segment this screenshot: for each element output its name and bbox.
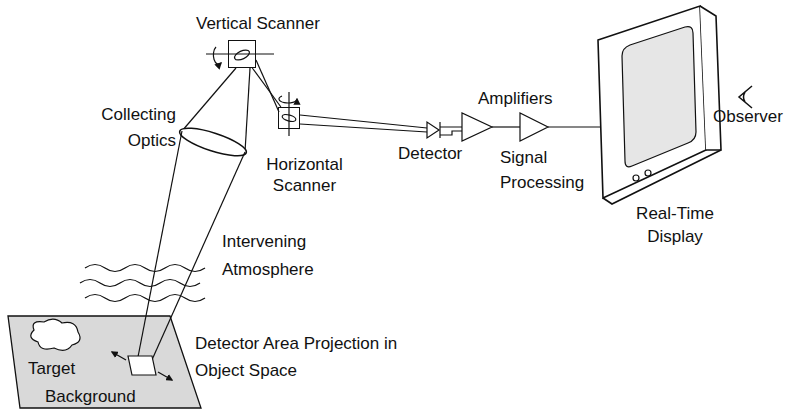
amplifier-symbol (462, 113, 492, 141)
atmosphere-label: Intervening Atmosphere (222, 228, 352, 284)
signal-wire (440, 127, 462, 135)
scan-mirror (233, 48, 251, 62)
scanner-axis (288, 92, 289, 136)
display-knob (645, 170, 651, 176)
atmosphere-wave (80, 280, 200, 287)
optical-ray (245, 68, 250, 152)
scanner-axis (206, 53, 274, 54)
optical-ray (151, 152, 245, 362)
atmosphere-wave (85, 295, 205, 302)
optics-label: Collecting Optics (80, 102, 176, 154)
optical-ray (252, 68, 281, 107)
optical-ray (256, 60, 279, 112)
scan-arrow (158, 372, 172, 380)
scanner-label: Vertical Scanner (196, 13, 320, 34)
target-blob (31, 319, 80, 350)
display-knob (633, 175, 639, 181)
scan-arrow (112, 352, 126, 360)
optical-ray (300, 115, 427, 128)
amplifier-label: Amplifiers (478, 88, 553, 109)
detector-diode (427, 122, 439, 138)
atmosphere-wave (85, 265, 205, 272)
projection-label: Detector Area Projection in Object Space (195, 330, 440, 384)
detector-projection (128, 356, 156, 375)
object-plane: TargetBackground (0, 300, 210, 411)
detector-label: Detector (398, 143, 462, 164)
processing-label: Signal Processing (500, 145, 596, 195)
observer-eye (739, 86, 752, 108)
scan-mirror (281, 113, 296, 122)
scanner-label: Horizontal Scanner (257, 154, 352, 197)
collecting-lens (177, 123, 249, 162)
optical-ray (300, 124, 427, 132)
scanner-box: Vertical Scanner (228, 40, 256, 68)
rotation-arrow (279, 96, 297, 103)
display-monitor (603, 150, 721, 204)
observer-label: Observer (713, 106, 783, 127)
display-screen (622, 27, 696, 167)
plane-label: Background (45, 386, 136, 407)
optical-ray (137, 131, 182, 362)
optical-ray (182, 68, 236, 131)
display-label: Real-Time Display (620, 202, 730, 248)
signal-wire (548, 126, 600, 127)
ground-plane (8, 316, 201, 408)
display-monitor (700, 6, 721, 150)
plane-label: Target (28, 358, 75, 379)
rotation-arrow (213, 47, 221, 64)
signal-wire (492, 126, 520, 127)
scanner-box: Horizontal Scanner (278, 107, 300, 129)
display-monitor (598, 6, 706, 198)
amplifier-symbol (520, 113, 548, 141)
